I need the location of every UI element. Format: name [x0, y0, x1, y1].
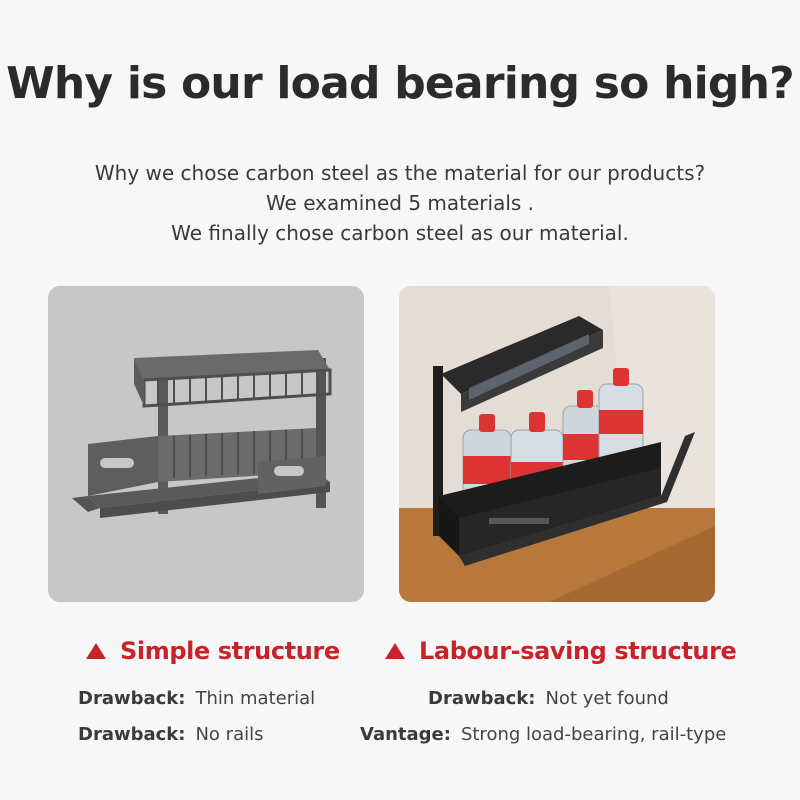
- page-title: Why is our load bearing so high?: [6, 58, 794, 109]
- row-value: Not yet found: [545, 688, 669, 709]
- intro-line: We examined 5 materials .: [265, 191, 535, 215]
- row-value: Thin material: [195, 688, 316, 709]
- intro-text: Why we chose carbon steel as the materia…: [0, 158, 800, 248]
- row-label: Drawback:: [78, 688, 186, 709]
- row-label: Drawback:: [78, 724, 186, 745]
- simple-rack-image: [48, 286, 364, 602]
- right-row: Drawback: Not yet found: [428, 688, 669, 709]
- right-row: Vantage: Strong load-bearing, rail-type: [360, 724, 726, 745]
- left-row: Drawback: No rails: [78, 724, 263, 745]
- row-value: Strong load-bearing, rail-type: [460, 724, 727, 745]
- triangle-icon: [385, 643, 405, 659]
- intro-line: We finally chose carbon steel as our mat…: [171, 221, 629, 245]
- row-label: Vantage:: [360, 724, 451, 745]
- triangle-icon: [86, 643, 106, 659]
- row-label: Drawback:: [428, 688, 536, 709]
- row-value: No rails: [195, 724, 264, 745]
- left-row: Drawback: Thin material: [78, 688, 315, 709]
- simple-structure-heading: Simple structure: [86, 637, 340, 665]
- heading-label: Simple structure: [120, 637, 340, 665]
- heading-label: Labour-saving structure: [419, 637, 737, 665]
- labour-saving-rack-image: [399, 286, 715, 602]
- labour-saving-heading: Labour-saving structure: [385, 637, 737, 665]
- intro-line: Why we chose carbon steel as the materia…: [94, 161, 706, 185]
